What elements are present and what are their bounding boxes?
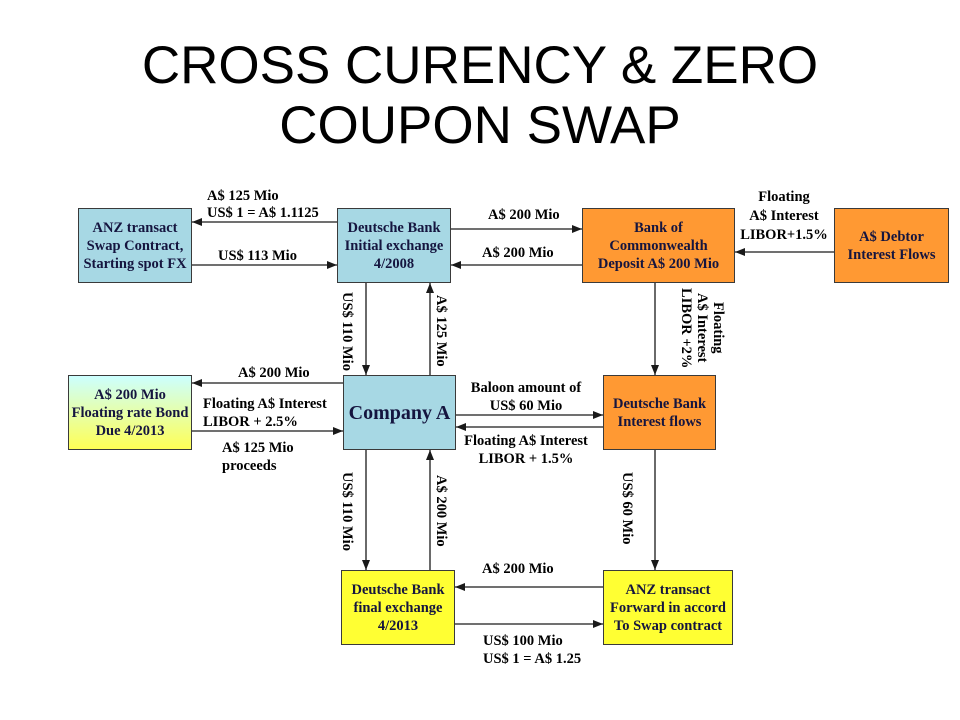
box-label-line: Company A <box>348 401 451 424</box>
debtor-interest-flows-box: A$ Debtor Interest Flows <box>834 208 949 283</box>
flow-label-line: Floating <box>758 189 810 205</box>
flow-label-line: LIBOR + 2.5% <box>203 414 298 430</box>
box-label-line: Interest Flows <box>847 246 936 263</box>
flow-label-line: Floating <box>710 302 726 354</box>
flow-label-line: A$ 125 Mio <box>433 295 449 367</box>
flow-label-line: A$ Interest <box>749 208 819 224</box>
flow-label-line: A$ 125 Mio <box>222 440 294 456</box>
flow-label-line: A$ 200 Mio <box>433 475 449 547</box>
box-label-line: Deutsche Bank <box>351 581 445 598</box>
box-label-line: Starting spot FX <box>83 255 187 272</box>
flow-label-company-db-interest-upper: Baloon amount of US$ 60 Mio <box>461 379 591 415</box>
box-label-line: Forward in accord <box>610 599 726 616</box>
flow-label-db-initial-boc-upper: A$ 200 Mio <box>488 206 560 224</box>
flow-label-line: LIBOR +2% <box>678 287 694 369</box>
box-label-line: To Swap contract <box>613 617 723 634</box>
anz-swap-contract-box: ANZ transact Swap Contract, Starting spo… <box>78 208 192 283</box>
bank-of-commonwealth-box: Bank of Commonwealth Deposit A$ 200 Mio <box>582 208 735 283</box>
flow-label-line: US$ 1 = A$ 1.1125 <box>207 205 319 221</box>
box-label-line: final exchange <box>353 599 443 616</box>
box-label-line: Due 4/2013 <box>95 422 165 439</box>
flow-label-debtor-boc: Floating A$ Interest LIBOR+1.5% <box>734 188 834 245</box>
box-label-line: Initial exchange <box>344 237 444 254</box>
flow-label-line: A$ 200 Mio <box>238 365 310 381</box>
box-label-line: Bank of <box>634 219 683 236</box>
box-label-line: Floating rate Bond <box>71 404 189 421</box>
flow-label-company-db-final-down: US$ 110 Mio <box>338 468 356 554</box>
box-label-line: Deutsche Bank <box>347 219 441 236</box>
flow-label-line: US$ 1 = A$ 1.25 <box>483 651 582 667</box>
flow-label-line: US$ 100 Mio <box>483 633 563 649</box>
flow-label-line: US$ 113 Mio <box>218 248 297 264</box>
flow-label-line: Floating A$ Interest <box>203 396 327 412</box>
box-label-line: Deutsche Bank <box>612 395 707 412</box>
flow-label-line: LIBOR + 1.5% <box>478 451 574 467</box>
box-label-line: Interest flows <box>617 413 702 430</box>
flow-label-db-initial-boc-lower: A$ 200 Mio <box>482 244 554 262</box>
box-label-line: 4/2013 <box>377 617 419 634</box>
deutsche-bank-final-exchange-box: Deutsche Bank final exchange 4/2013 <box>341 570 455 645</box>
flow-label-db-initial-company-down: US$ 110 Mio <box>338 288 356 374</box>
flow-label-db-final-anz-forward-lower: US$ 100 Mio US$ 1 = A$ 1.25 <box>483 632 581 668</box>
flow-label-line: Baloon amount of <box>470 380 582 396</box>
flow-label-line: Floating A$ Interest <box>464 433 588 449</box>
flow-label-line: LIBOR+1.5% <box>740 227 828 243</box>
flow-label-db-interest-anz-forward-down: US$ 60 Mio <box>618 465 636 551</box>
box-label-line: Swap Contract, <box>86 237 184 254</box>
flow-label-db-final-anz-forward-upper: A$ 200 Mio <box>482 560 554 578</box>
flow-label-anz-db-initial-lower: US$ 113 Mio <box>218 247 297 265</box>
box-label-line: Deposit A$ 200 Mio <box>597 255 720 272</box>
flow-label-line: proceeds <box>222 458 277 474</box>
flow-label-boc-db-interest: Floating A$ Interest LIBOR +2% <box>678 285 726 371</box>
slide-title-line: COUPON SWAP <box>279 96 681 155</box>
flow-label-anz-db-initial-upper: A$ 125 Mio US$ 1 = A$ 1.1125 <box>207 188 319 222</box>
flow-label-line: A$ 125 Mio <box>207 188 279 204</box>
flow-label-line: A$ 200 Mio <box>488 207 560 223</box>
deutsche-bank-interest-flows-box: Deutsche Bank Interest flows <box>603 375 716 450</box>
flow-label-line: US$ 110 Mio <box>339 291 355 371</box>
flow-label-line: US$ 60 Mio <box>489 398 563 414</box>
box-label-line: A$ 200 Mio <box>94 386 166 403</box>
anz-forward-contract-box: ANZ transact Forward in accord To Swap c… <box>603 570 733 645</box>
flow-label-line: A$ Interest <box>694 293 710 363</box>
box-label-line: ANZ transact <box>92 219 178 236</box>
flow-label-line: A$ 200 Mio <box>482 561 554 577</box>
box-label-line: Commonwealth <box>609 237 708 254</box>
flow-label-line: A$ 200 Mio <box>482 245 554 261</box>
box-label-line: ANZ transact <box>625 581 711 598</box>
company-a-box: Company A <box>343 375 456 450</box>
box-label-line: A$ Debtor <box>859 228 924 245</box>
box-label-line: 4/2008 <box>373 255 415 272</box>
flow-label-company-bond-upper: A$ 200 Mio <box>238 364 310 382</box>
flow-label-db-initial-company-up: A$ 125 Mio <box>432 288 450 374</box>
slide-title-line: CROSS CURENCY & ZERO <box>141 36 819 95</box>
flow-label-line: US$ 60 Mio <box>619 471 635 545</box>
flow-label-company-bond-middle: Floating A$ Interest LIBOR + 2.5% <box>203 395 327 431</box>
deutsche-bank-initial-exchange-box: Deutsche Bank Initial exchange 4/2008 <box>337 208 451 283</box>
floating-rate-bond-box: A$ 200 Mio Floating rate Bond Due 4/2013 <box>68 375 192 450</box>
flow-label-company-db-interest-lower: Floating A$ Interest LIBOR + 1.5% <box>461 432 591 468</box>
slide-title: CROSS CURENCY & ZERO COUPON SWAP <box>0 36 960 156</box>
flow-label-company-db-final-up: A$ 200 Mio <box>432 468 450 554</box>
flow-label-company-bond-lower: A$ 125 Mio proceeds <box>222 439 294 475</box>
flow-label-line: US$ 110 Mio <box>339 471 355 551</box>
